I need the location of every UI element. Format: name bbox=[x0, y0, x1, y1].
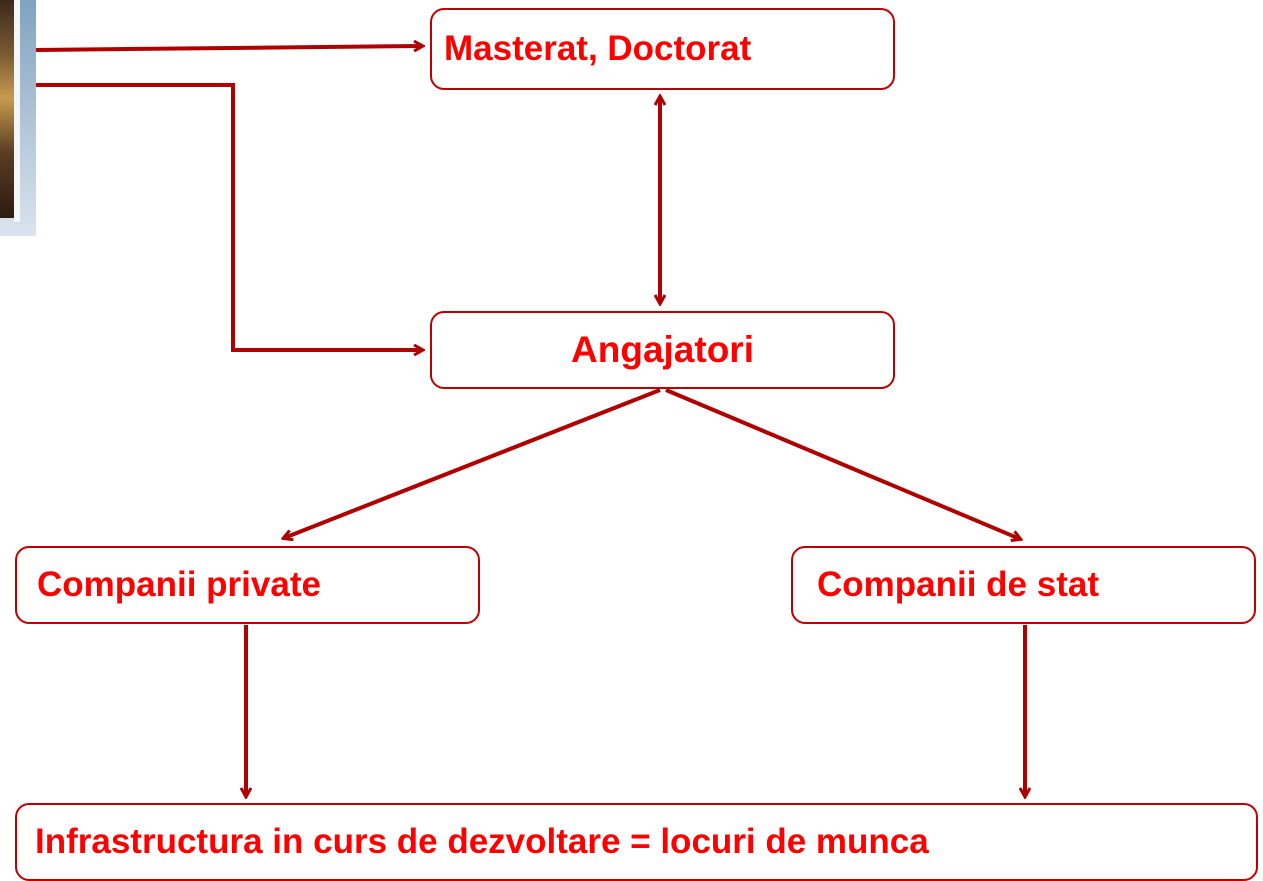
node-infrastructura-label: Infrastructura in curs de dezvoltare = l… bbox=[35, 822, 929, 861]
arrow-angajatori-to-stat bbox=[665, 388, 1020, 539]
node-masterat-label: Masterat, Doctorat bbox=[444, 29, 752, 68]
node-companii-private-label: Companii private bbox=[37, 565, 321, 604]
node-companii-private: Companii private bbox=[15, 546, 480, 624]
arrow-photo-to-masterat bbox=[35, 46, 422, 50]
node-angajatori: Angajatori bbox=[430, 311, 895, 389]
arrow-angajatori-to-private bbox=[284, 388, 661, 538]
arrow-photo-to-angajatori bbox=[36, 83, 422, 350]
photo-thumbnail bbox=[0, 0, 36, 236]
photo-image bbox=[0, 0, 16, 218]
node-companii-stat-label: Companii de stat bbox=[817, 565, 1099, 604]
node-infrastructura: Infrastructura in curs de dezvoltare = l… bbox=[15, 803, 1258, 881]
photo-frame-edge bbox=[14, 0, 20, 222]
node-masterat-doctorat: Masterat, Doctorat bbox=[430, 8, 895, 90]
node-companii-de-stat: Companii de stat bbox=[791, 546, 1256, 624]
node-angajatori-label: Angajatori bbox=[571, 329, 754, 370]
